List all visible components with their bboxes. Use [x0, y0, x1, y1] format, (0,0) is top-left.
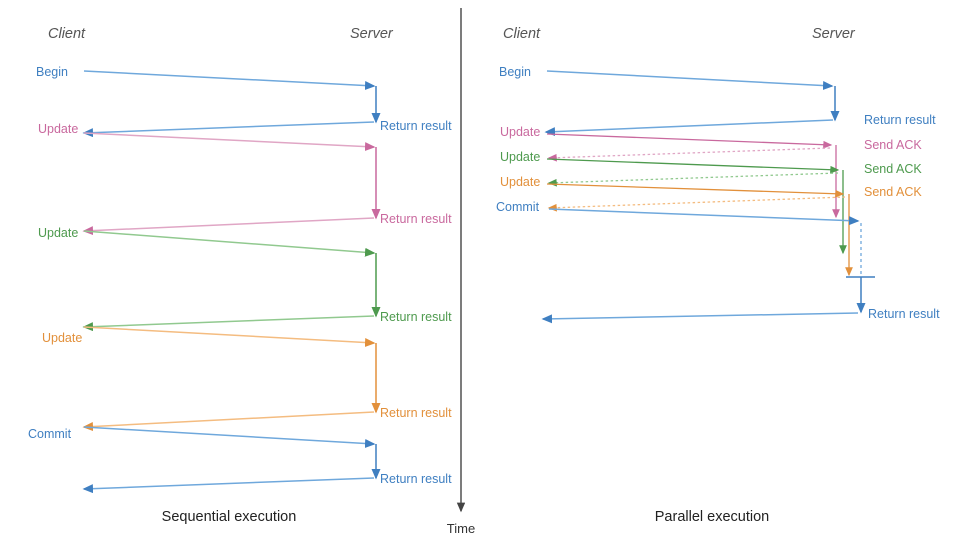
label-par-begin: Begin — [499, 65, 531, 79]
label-seq-ret5: Return result — [380, 472, 452, 486]
message-par-ack-1: Send ACK — [547, 138, 922, 162]
panel-sequential: Client Server Begin Return result Update… — [28, 26, 452, 525]
caption-sequential: Sequential execution — [162, 509, 297, 525]
arrow-par-update-2 — [546, 158, 840, 174]
arrow-return-2 — [82, 217, 375, 236]
label-par-commit: Commit — [496, 200, 540, 214]
message-par-ack-3: Send ACK — [547, 185, 922, 212]
label-seq-begin: Begin — [36, 65, 68, 79]
arrow-seq-update-1 — [83, 132, 376, 152]
arrow-par-begin — [546, 70, 834, 91]
arrow-par-update-1 — [546, 133, 833, 149]
right-actor-client-label: Client — [503, 26, 541, 42]
message-seq-return-3: Return result — [82, 310, 452, 332]
label-seq-ret3: Return result — [380, 310, 452, 324]
arrow-begin — [83, 70, 376, 91]
message-par-ack-2: Send ACK — [547, 162, 922, 187]
arrow-par-commit — [548, 208, 860, 226]
arrow-par-ack-1 — [547, 147, 831, 162]
arrow-return-3 — [82, 315, 375, 332]
message-seq-return-4: Return result — [82, 406, 452, 432]
arrow-seq-update-2 — [83, 230, 376, 257]
message-seq-return-5: Return result — [82, 472, 452, 494]
arrow-return-4 — [82, 411, 375, 432]
label-par-update-1: Update — [500, 125, 540, 139]
label-seq-ret4: Return result — [380, 406, 452, 420]
arrow-return-5 — [82, 477, 375, 494]
arrow-seq-update-3 — [83, 326, 376, 347]
arrow-par-ack-2 — [547, 172, 839, 187]
message-seq-begin: Begin — [36, 65, 376, 91]
time-axis-label: Time — [447, 521, 475, 536]
left-actor-client-label: Client — [48, 26, 86, 42]
label-par-update-3: Update — [500, 175, 540, 189]
message-seq-return-1: Return result — [82, 119, 452, 138]
message-par-begin: Begin — [499, 65, 834, 91]
label-par-ack2: Send ACK — [864, 162, 922, 176]
label-seq-update-1: Update — [38, 122, 78, 136]
caption-parallel: Parallel execution — [655, 509, 769, 525]
arrow-par-return-2 — [541, 312, 859, 324]
label-par-ack3: Send ACK — [864, 185, 922, 199]
arrow-return-1 — [82, 121, 375, 138]
label-par-update-2: Update — [500, 150, 540, 164]
label-par-ret2: Return result — [868, 307, 940, 321]
message-seq-return-2: Return result — [82, 212, 452, 236]
message-par-return-1: Return result — [544, 113, 936, 137]
label-seq-update-2: Update — [38, 226, 78, 240]
right-actor-server-label: Server — [812, 26, 856, 42]
panel-parallel: Client Server Begin Return result Update… — [496, 26, 940, 525]
arrow-par-return-1 — [544, 119, 834, 137]
label-seq-commit: Commit — [28, 427, 72, 441]
message-par-return-2: Return result — [541, 307, 940, 324]
arrow-par-ack-3 — [547, 196, 846, 212]
label-par-ret1: Return result — [864, 113, 936, 127]
label-seq-update-3: Update — [42, 331, 82, 345]
label-seq-ret1: Return result — [380, 119, 452, 133]
label-seq-ret2: Return result — [380, 212, 452, 226]
arrow-seq-commit — [83, 426, 376, 448]
arrow-par-update-3 — [546, 183, 845, 198]
left-actor-server-label: Server — [350, 26, 394, 42]
label-par-ack1: Send ACK — [864, 138, 922, 152]
